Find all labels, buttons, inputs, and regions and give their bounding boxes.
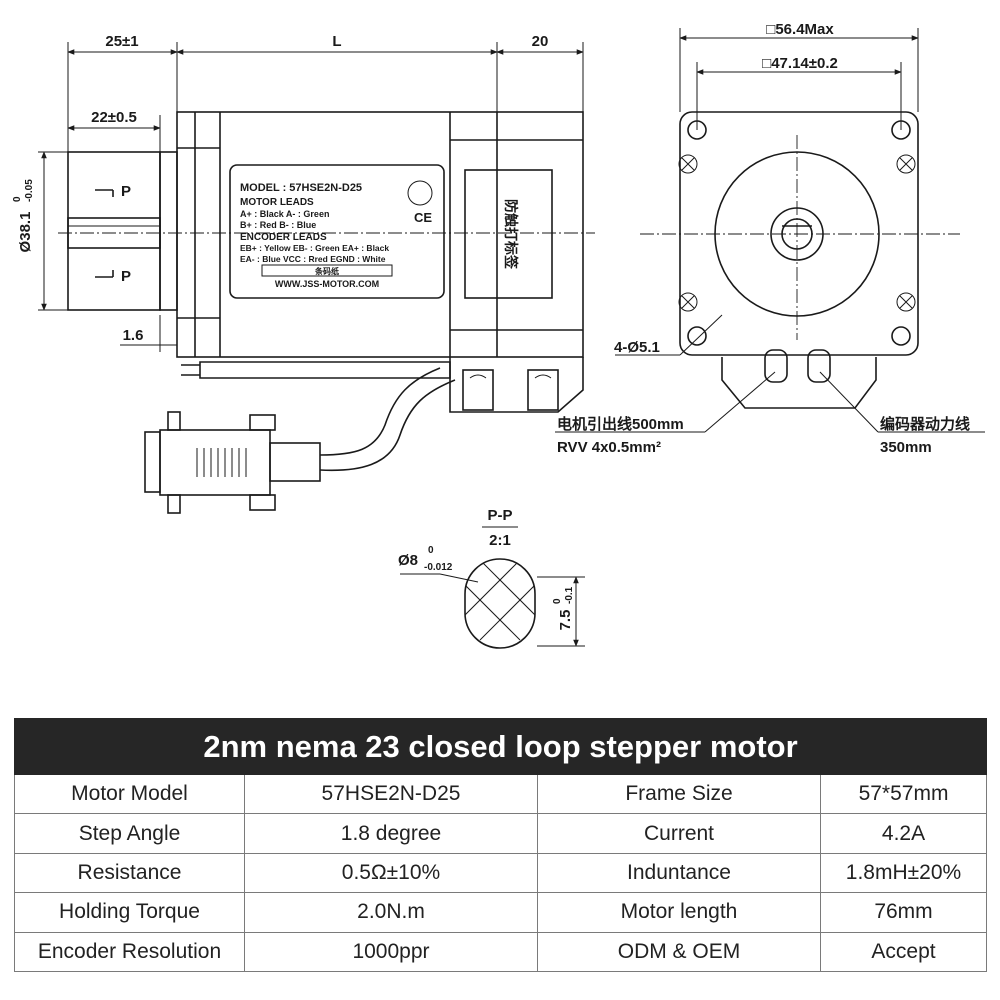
- dim-front-length: 25±1: [105, 33, 138, 50]
- dim-pilot-tol-lower: -0.05: [24, 179, 35, 202]
- spec-table: 2nm nema 23 closed loop stepper motor Mo…: [13, 718, 988, 973]
- table-row: Holding Torque 2.0N.m Motor length 76mm: [14, 892, 988, 933]
- label-encoder-leads-row2: EA- : Blue VCC : Rred EGND : White: [240, 254, 386, 264]
- dim-hole-spacing: □47.14±0.2: [762, 55, 838, 72]
- table-cell: Induntance: [537, 852, 821, 894]
- section-p-p: P-P 2:1 Ø8 0 -0.012 7.5 0 -0.1: [398, 507, 585, 649]
- cable-encoder-label: 编码器动力线: [880, 415, 970, 433]
- sticker-text: 防触打标签: [503, 199, 519, 270]
- table-row: Motor Model 57HSE2N-D25 Frame Size 57*57…: [14, 773, 988, 815]
- dim-flat-tol-lower: -0.1: [564, 586, 575, 604]
- dim-body-length: L: [332, 33, 341, 50]
- label-website: WWW.JSS-MOTOR.COM: [275, 279, 379, 289]
- table-cell: Motor Model: [14, 773, 245, 815]
- label-motor-leads: MOTOR LEADS: [240, 197, 314, 208]
- dim-pilot-diameter: Ø38.1: [17, 212, 34, 253]
- dim-shaft-length: 22±0.5: [91, 109, 137, 126]
- motor-technical-drawing: 25±1 L 20 22±0.5 Ø38.1 0 -0.05 1.6 P P: [12, 21, 985, 649]
- dim-shaft-tol-lower: -0.012: [424, 562, 453, 573]
- table-cell: Frame Size: [537, 773, 821, 815]
- ul-mark-icon: [407, 180, 433, 206]
- cable-encoder-length: 350mm: [880, 439, 932, 456]
- label-motor-leads-row2: B+ : Red B- : Blue: [240, 220, 316, 230]
- section-mark-bottom: P: [121, 268, 131, 285]
- table-cell: 1.8 degree: [244, 813, 538, 854]
- table-cell: Resistance: [14, 852, 245, 894]
- table-cell: 57*57mm: [819, 773, 988, 815]
- label-encoder-leads-row1: EB+ : Yellow EB- : Green EA+ : Black: [240, 243, 389, 253]
- dim-shaft-tol-upper: 0: [428, 545, 434, 556]
- dim-pilot-tol-upper: 0: [12, 196, 23, 202]
- table-cell: Step Angle: [14, 813, 245, 854]
- table-row: Step Angle 1.8 degree Current 4.2A: [14, 813, 988, 854]
- label-ce: CE: [414, 210, 432, 225]
- table-cell: ODM & OEM: [537, 931, 821, 973]
- section-scale: 2:1: [489, 532, 511, 549]
- table-cell: Accept: [819, 931, 988, 973]
- label-motor-leads-row1: A+ : Black A- : Green: [240, 209, 329, 219]
- table-cell: Holding Torque: [14, 892, 245, 933]
- section-mark-top: P: [121, 183, 131, 200]
- dim-rear-length: 20: [532, 33, 549, 50]
- dim-flange-thickness: 1.6: [123, 327, 144, 344]
- label-encoder-leads: ENCODER LEADS: [240, 232, 327, 243]
- table-cell: 76mm: [819, 892, 988, 933]
- table-cell: Current: [537, 813, 821, 854]
- dim-flat-tol-upper: 0: [552, 598, 563, 604]
- dim-shaft-diameter: Ø8: [398, 552, 418, 569]
- side-view: 25±1 L 20 22±0.5 Ø38.1 0 -0.05 1.6 P P: [12, 33, 595, 514]
- table-cell: Encoder Resolution: [14, 931, 245, 973]
- section-title: P-P: [487, 507, 512, 524]
- spec-table-header: 2nm nema 23 closed loop stepper motor: [13, 718, 988, 775]
- cable-motor-length: 电机引出线500mm: [557, 415, 684, 433]
- cable-motor-spec: RVV 4x0.5mm²: [557, 439, 661, 456]
- table-cell: 2.0N.m: [244, 892, 538, 933]
- front-view: □56.4Max □47.14±0.2 4-Ø5.1: [555, 21, 985, 456]
- table-cell: Motor length: [537, 892, 821, 933]
- spec-table-title: 2nm nema 23 closed loop stepper motor: [13, 718, 988, 775]
- table-cell: 1.8mH±20%: [819, 852, 988, 894]
- label-barcode: 条码纸: [314, 266, 339, 276]
- table-cell: 0.5Ω±10%: [244, 852, 538, 894]
- dim-mount-holes: 4-Ø5.1: [614, 339, 660, 356]
- table-cell: 1000ppr: [244, 931, 538, 973]
- label-model: MODEL : 57HSE2N-D25: [240, 182, 362, 194]
- dim-frame-max: □56.4Max: [766, 21, 834, 38]
- table-row: Resistance 0.5Ω±10% Induntance 1.8mH±20%: [14, 852, 988, 894]
- dim-flat-depth: 7.5: [557, 610, 574, 631]
- table-cell: 57HSE2N-D25: [244, 773, 538, 815]
- table-cell: 4.2A: [819, 813, 988, 854]
- table-row: Encoder Resolution 1000ppr ODM & OEM Acc…: [14, 931, 988, 973]
